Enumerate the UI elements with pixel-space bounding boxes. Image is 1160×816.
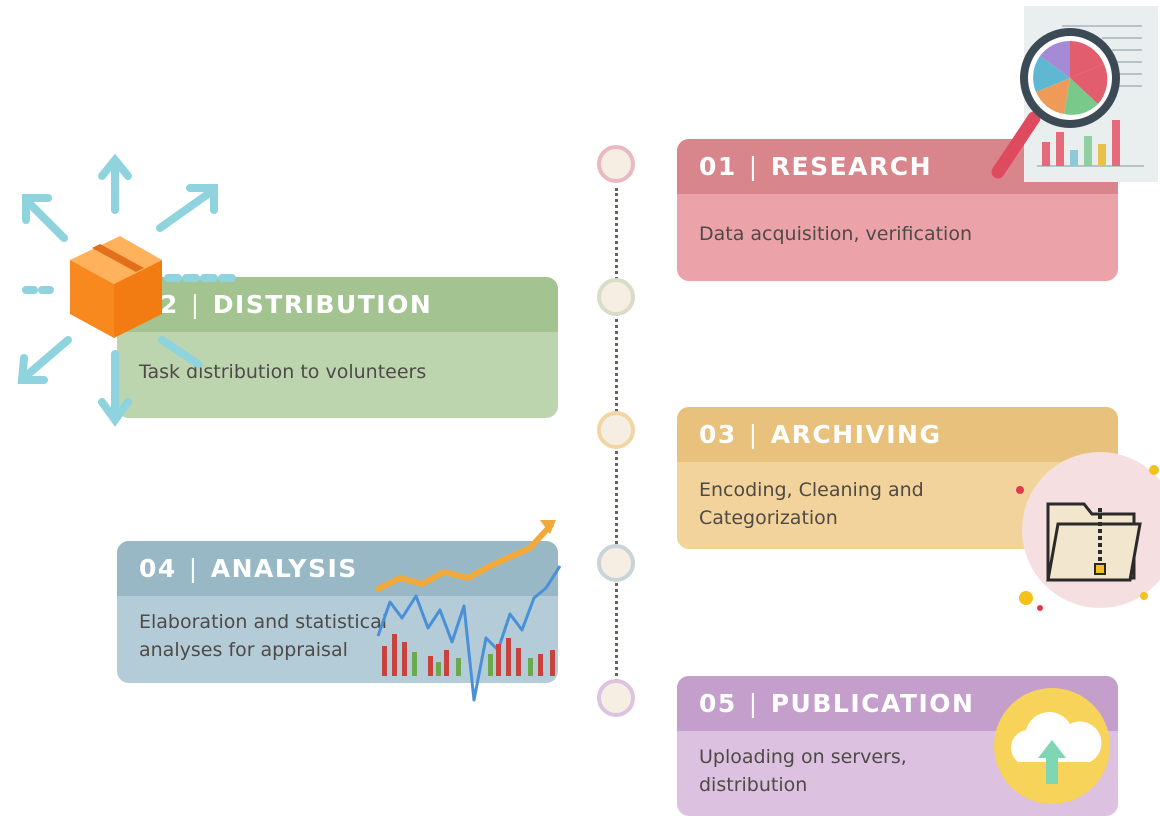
timeline-node-1 xyxy=(597,145,635,183)
step-separator: | xyxy=(188,554,199,583)
step-number: 04 xyxy=(139,554,177,583)
timeline-node-3 xyxy=(597,411,635,449)
step-header: 02 | DISTRIBUTION xyxy=(117,277,558,332)
step-description: Encoding, Cleaning and Categorization xyxy=(699,479,924,529)
step-description: Data acquisition, verification xyxy=(699,223,973,245)
step-description: Uploading on servers, distribution xyxy=(699,746,907,796)
step-title: RESEARCH xyxy=(770,152,933,181)
step-separator: | xyxy=(748,420,759,449)
step-separator: | xyxy=(190,290,201,319)
step-title: ANALYSIS xyxy=(210,554,358,583)
step-card-archiving: 03 | ARCHIVING Encoding, Cleaning and Ca… xyxy=(677,407,1118,549)
cloud-upload-icon xyxy=(994,688,1110,804)
step-number: 05 xyxy=(699,689,737,718)
step-card-distribution: 02 | DISTRIBUTION Task distribution to v… xyxy=(117,277,558,418)
timeline-node-2 xyxy=(597,278,635,316)
step-title: ARCHIVING xyxy=(770,420,942,449)
step-number: 03 xyxy=(699,420,737,449)
step-number: 01 xyxy=(699,152,737,181)
step-title: DISTRIBUTION xyxy=(212,290,433,319)
step-separator: | xyxy=(748,152,759,181)
step-description: Task distribution to volunteers xyxy=(139,361,427,383)
step-separator: | xyxy=(748,689,759,718)
step-description: Elaboration and statistical analyses for… xyxy=(139,611,388,661)
timeline-node-5 xyxy=(597,679,635,717)
zip-folder-icon xyxy=(1016,452,1160,611)
report-magnifier-icon xyxy=(991,6,1158,182)
package-arrows-icon xyxy=(16,153,240,427)
step-header: 03 | ARCHIVING xyxy=(677,407,1118,462)
step-title: PUBLICATION xyxy=(770,689,975,718)
timeline-node-4 xyxy=(597,544,635,582)
stock-chart-icon xyxy=(374,520,562,702)
